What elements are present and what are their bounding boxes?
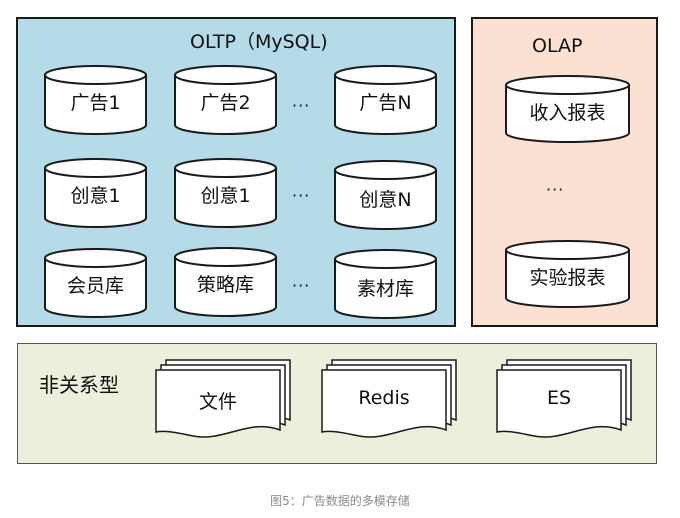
document-stack: Redis — [321, 359, 457, 440]
cylinder-shape — [174, 158, 277, 228]
database-cylinder: 素材库 — [334, 249, 437, 319]
database-cylinder: 策略库 — [174, 247, 277, 317]
cylinder-shape — [44, 248, 147, 318]
ellipsis: ··· — [292, 186, 311, 205]
database-cylinder: 创意1 — [174, 158, 277, 228]
cylinder-shape — [174, 247, 277, 317]
database-cylinder: 广告1 — [44, 65, 147, 135]
database-label: 会员库 — [66, 275, 124, 297]
database-cylinder: 会员库 — [44, 248, 147, 318]
olap-title: OLAP — [532, 35, 583, 57]
database-label: 素材库 — [356, 278, 414, 300]
figure-caption: 图5：广告数据的多模存储 — [270, 494, 410, 508]
database-label: 广告2 — [200, 92, 251, 114]
document-shape — [155, 359, 291, 438]
database-label: 策略库 — [196, 274, 254, 296]
database-label: 广告1 — [70, 92, 121, 114]
document-label: Redis — [358, 387, 410, 409]
database-cylinder: 广告N — [334, 65, 437, 135]
database-label: 创意1 — [70, 185, 121, 207]
cylinder-shape — [334, 65, 437, 135]
cylinder-shape — [505, 75, 630, 143]
document-shape — [496, 359, 632, 438]
document-stack: ES — [496, 359, 632, 440]
report-label: 收入报表 — [529, 102, 606, 124]
cylinder-shape — [334, 249, 437, 319]
ellipsis: ··· — [292, 96, 311, 115]
database-cylinder: 创意1 — [44, 158, 147, 228]
database-label: 广告N — [359, 92, 412, 114]
oltp-title: OLTP（MySQL) — [190, 31, 328, 53]
database-label: 创意N — [359, 189, 412, 211]
database-label: 创意1 — [200, 185, 251, 207]
document-label: ES — [546, 387, 572, 409]
nonrelational-title: 非关系型 — [39, 373, 119, 397]
database-cylinder: 广告2 — [174, 65, 277, 135]
cylinder-shape — [174, 65, 277, 135]
report-cylinder: 收入报表 — [505, 75, 630, 143]
ellipsis: ··· — [546, 180, 565, 199]
document-shape — [321, 359, 457, 438]
database-cylinder: 创意N — [334, 160, 437, 230]
document-stack: 文件 — [155, 359, 291, 440]
report-label: 实验报表 — [529, 267, 606, 289]
document-label: 文件 — [198, 391, 237, 413]
cylinder-shape — [334, 160, 437, 230]
cylinder-shape — [44, 158, 147, 228]
cylinder-shape — [505, 240, 630, 308]
cylinder-shape — [44, 65, 147, 135]
ellipsis: ··· — [292, 276, 311, 295]
report-cylinder: 实验报表 — [505, 240, 630, 308]
